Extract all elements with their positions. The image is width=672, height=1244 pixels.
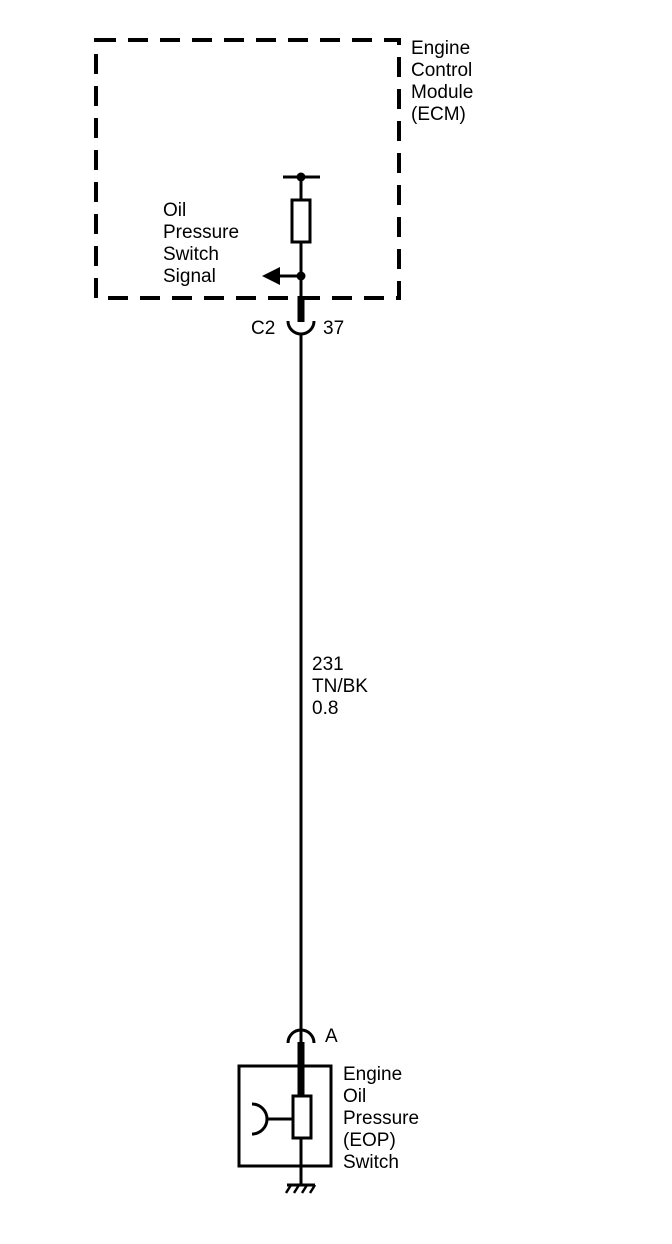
eop-label-line: Oil [343,1086,366,1107]
eop-switch-label: Engine Oil Pressure (EOP) Switch [343,1064,424,1173]
ground-symbol-hatch [308,1184,317,1194]
signal-label-line: Switch [163,244,219,265]
pressure-diaphragm-symbol [251,1102,269,1136]
wire-circuit-number: 231 [312,654,344,675]
wire-label: 231 TN/BK 0.8 [312,654,373,719]
eop-label-line: (EOP) [343,1130,396,1151]
eop-label-line: Pressure [343,1108,419,1129]
a-connector-pin: A [325,1026,338,1047]
eop-switch-box [237,1064,333,1168]
ecm-label-line: (ECM) [411,104,466,125]
ground-symbol-hatch [300,1184,309,1194]
c2-connector-cup [286,320,316,336]
ecm-label: Engine Control Module (ECM) [411,38,479,125]
ground-symbol-hatch [284,1184,293,1194]
ecm-label-line: Engine [411,38,470,59]
eop-label-line: Switch [343,1152,399,1173]
wire-color: TN/BK [312,676,368,697]
signal-label-line: Signal [163,266,216,287]
signal-label-line: Pressure [163,222,239,243]
signal-label: Oil Pressure Switch Signal [163,200,244,287]
c2-connector-pin: 37 [323,318,344,339]
signal-arrow-head [262,267,280,285]
eop-switch-element [291,1094,313,1140]
ecm-label-line: Control [411,60,472,81]
ecm-boundary [94,38,401,300]
eop-label-line: Engine [343,1064,402,1085]
a-connector-cup [286,1028,316,1044]
ground-symbol-hatch [292,1184,301,1194]
ecm-resistor [290,198,312,244]
signal-label-line: Oil [163,200,186,221]
wire-gauge: 0.8 [312,698,338,719]
ecm-label-line: Module [411,82,473,103]
c2-connector-name: C2 [251,318,275,339]
